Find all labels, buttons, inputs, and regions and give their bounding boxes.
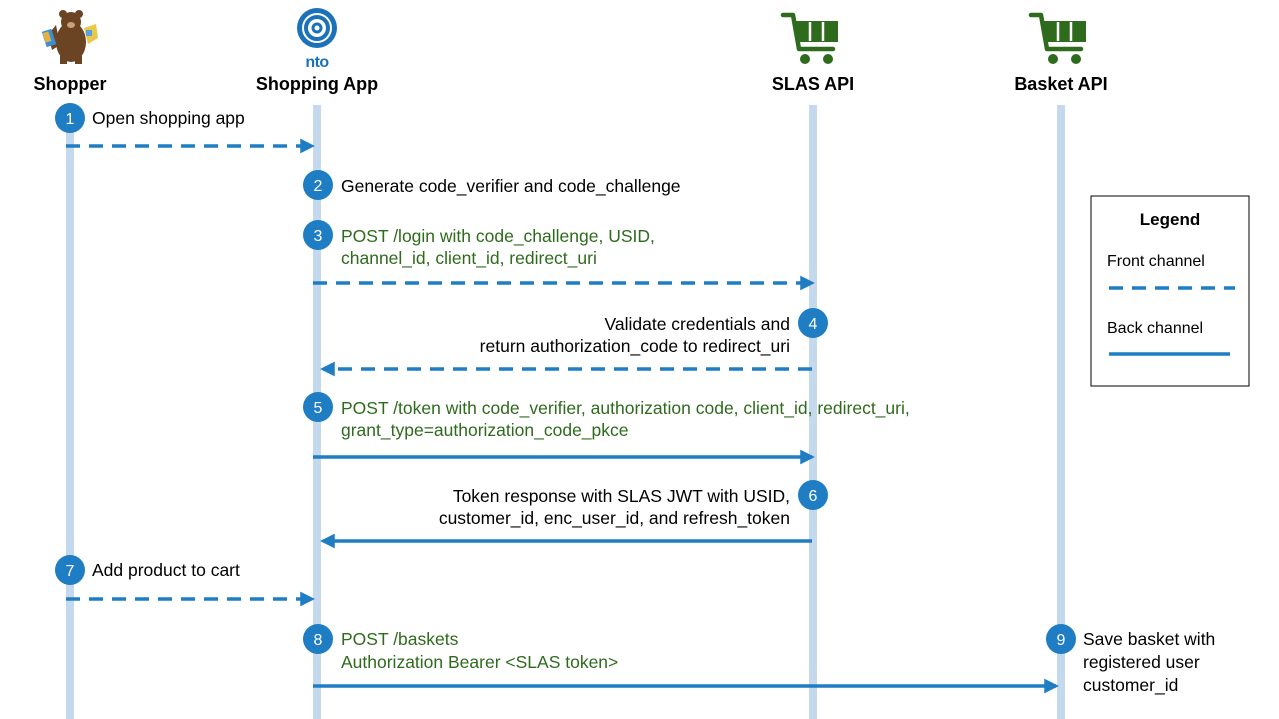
step-8: 8 POST /baskets Authorization Bearer <SL… (303, 624, 618, 672)
step-5: 5 POST /token with code_verifier, author… (303, 392, 910, 441)
step-1: 1 Open shopping app (55, 103, 245, 133)
step-text: Authorization Bearer <SLAS token> (341, 652, 618, 672)
step-number: 9 (1057, 632, 1066, 649)
shopping-cart-icon (780, 12, 838, 64)
step-text: Validate credentials and (605, 314, 791, 334)
step-number: 2 (314, 178, 323, 195)
step-number: 3 (314, 228, 323, 245)
step-text: POST /token with code_verifier, authoriz… (341, 398, 910, 419)
step-text: Add product to cart (92, 560, 240, 580)
nto-logo-text: nto (305, 54, 329, 71)
legend-title: Legend (1140, 210, 1200, 229)
step-number: 5 (314, 400, 323, 417)
step-text: grant_type=authorization_code_pkce (341, 420, 629, 441)
lifeline-slas-api (809, 105, 817, 719)
step-number: 7 (66, 563, 75, 580)
step-text: POST /login with code_challenge, USID, (341, 226, 655, 247)
shopping-cart-icon (1028, 12, 1086, 64)
step-text: return authorization_code to redirect_ur… (480, 336, 790, 357)
step-7: 7 Add product to cart (55, 555, 240, 585)
step-text: channel_id, client_id, redirect_uri (341, 248, 597, 269)
lifeline-shopper (66, 105, 74, 719)
step-text: Token response with SLAS JWT with USID, (453, 486, 790, 506)
step-number: 8 (314, 632, 323, 649)
step-badge (1046, 624, 1076, 654)
step-text: Generate code_verifier and code_challeng… (341, 176, 681, 197)
actor-name-slas-api: SLAS API (772, 74, 854, 94)
step-badge (798, 480, 828, 510)
shopper-bear-icon (41, 10, 98, 64)
step-badge (55, 555, 85, 585)
step-text: registered user (1083, 652, 1200, 672)
step-badge (303, 624, 333, 654)
step-badge (303, 392, 333, 422)
message-arrows (66, 138, 1059, 694)
step-text: POST /baskets (341, 629, 459, 649)
step-number: 4 (809, 316, 818, 333)
actor-name-shopper: Shopper (33, 74, 106, 94)
step-badge (55, 103, 85, 133)
step-text: customer_id, enc_user_id, and refresh_to… (439, 508, 790, 529)
step-text: customer_id (1083, 675, 1178, 696)
legend-back-channel-label: Back channel (1107, 320, 1203, 337)
step-badge (303, 170, 333, 200)
step-badge (798, 308, 828, 338)
lifeline-basket-api (1057, 105, 1065, 719)
step-6: 6 Token response with SLAS JWT with USID… (439, 480, 828, 529)
step-4: 4 Validate credentials and return author… (480, 308, 828, 357)
actor-name-basket-api: Basket API (1014, 74, 1107, 94)
step-badge (303, 220, 333, 250)
step-3: 3 POST /login with code_challenge, USID,… (303, 220, 655, 269)
legend-front-channel-label: Front channel (1107, 253, 1205, 270)
nto-logo-icon (297, 8, 337, 48)
step-9: 9 Save basket with registered user custo… (1046, 624, 1215, 696)
step-text: Open shopping app (92, 108, 245, 128)
step-number: 1 (66, 111, 75, 128)
step-number: 6 (809, 488, 818, 505)
step-2: 2 Generate code_verifier and code_challe… (303, 170, 681, 200)
step-text: Save basket with (1083, 629, 1215, 649)
legend: Legend Front channel Back channel (1090, 195, 1250, 387)
actor-name-shopping-app: Shopping App (256, 74, 378, 94)
